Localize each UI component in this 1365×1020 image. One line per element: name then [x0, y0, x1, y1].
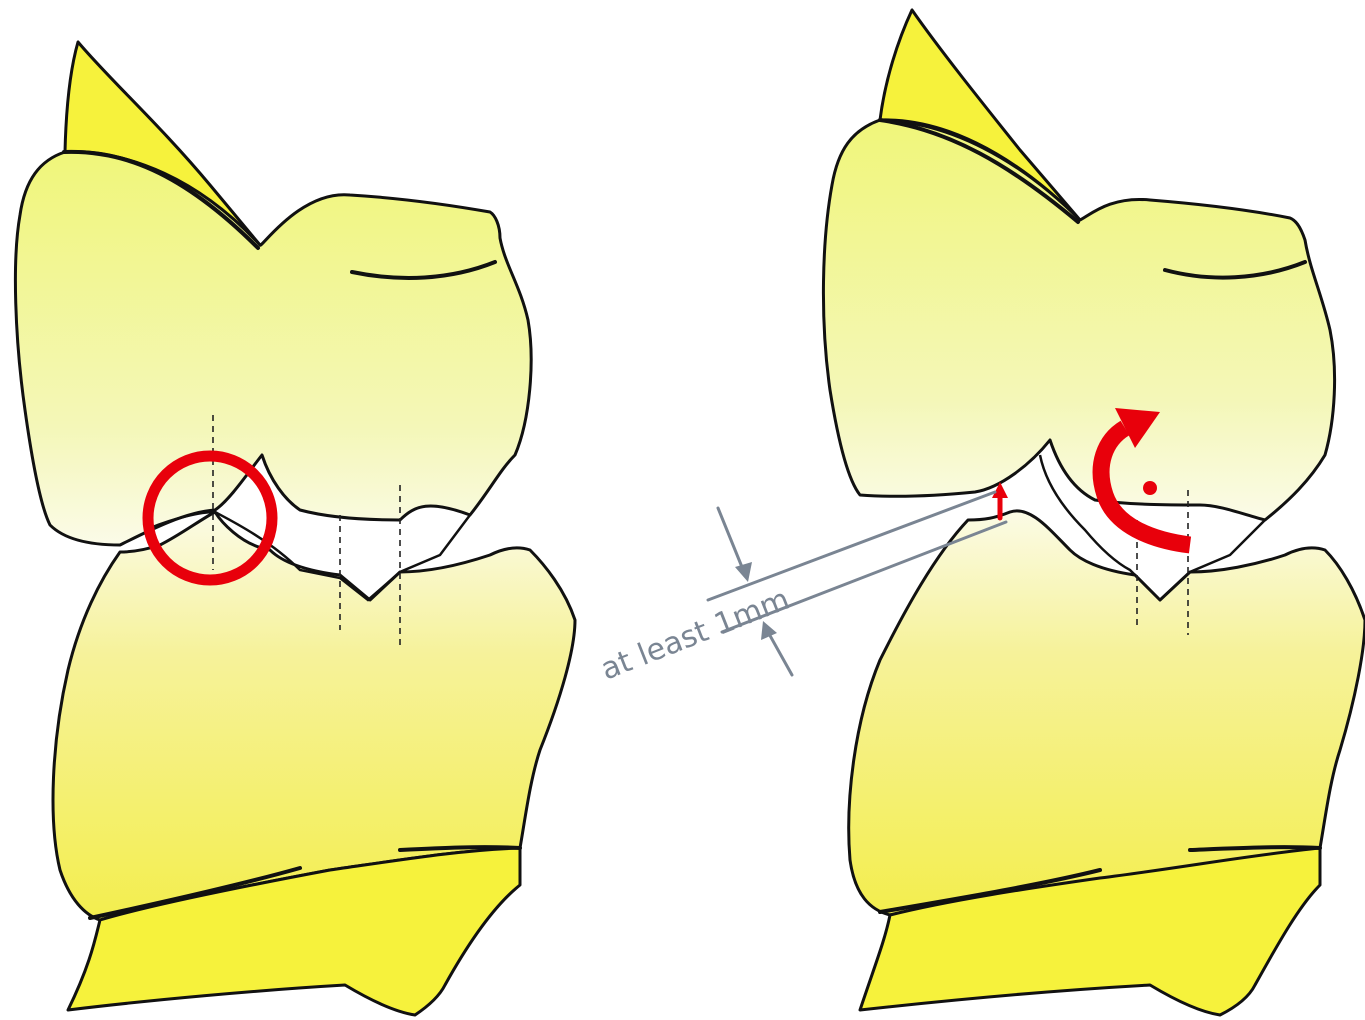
right-tooth-pair	[823, 10, 1365, 1015]
dimension-arrow-bottom-icon	[761, 621, 792, 675]
upper-molar-left	[15, 152, 531, 545]
upper-molar-right	[823, 120, 1334, 520]
left-tooth-pair	[15, 42, 575, 1015]
dimension-arrow-top-icon	[718, 508, 752, 582]
